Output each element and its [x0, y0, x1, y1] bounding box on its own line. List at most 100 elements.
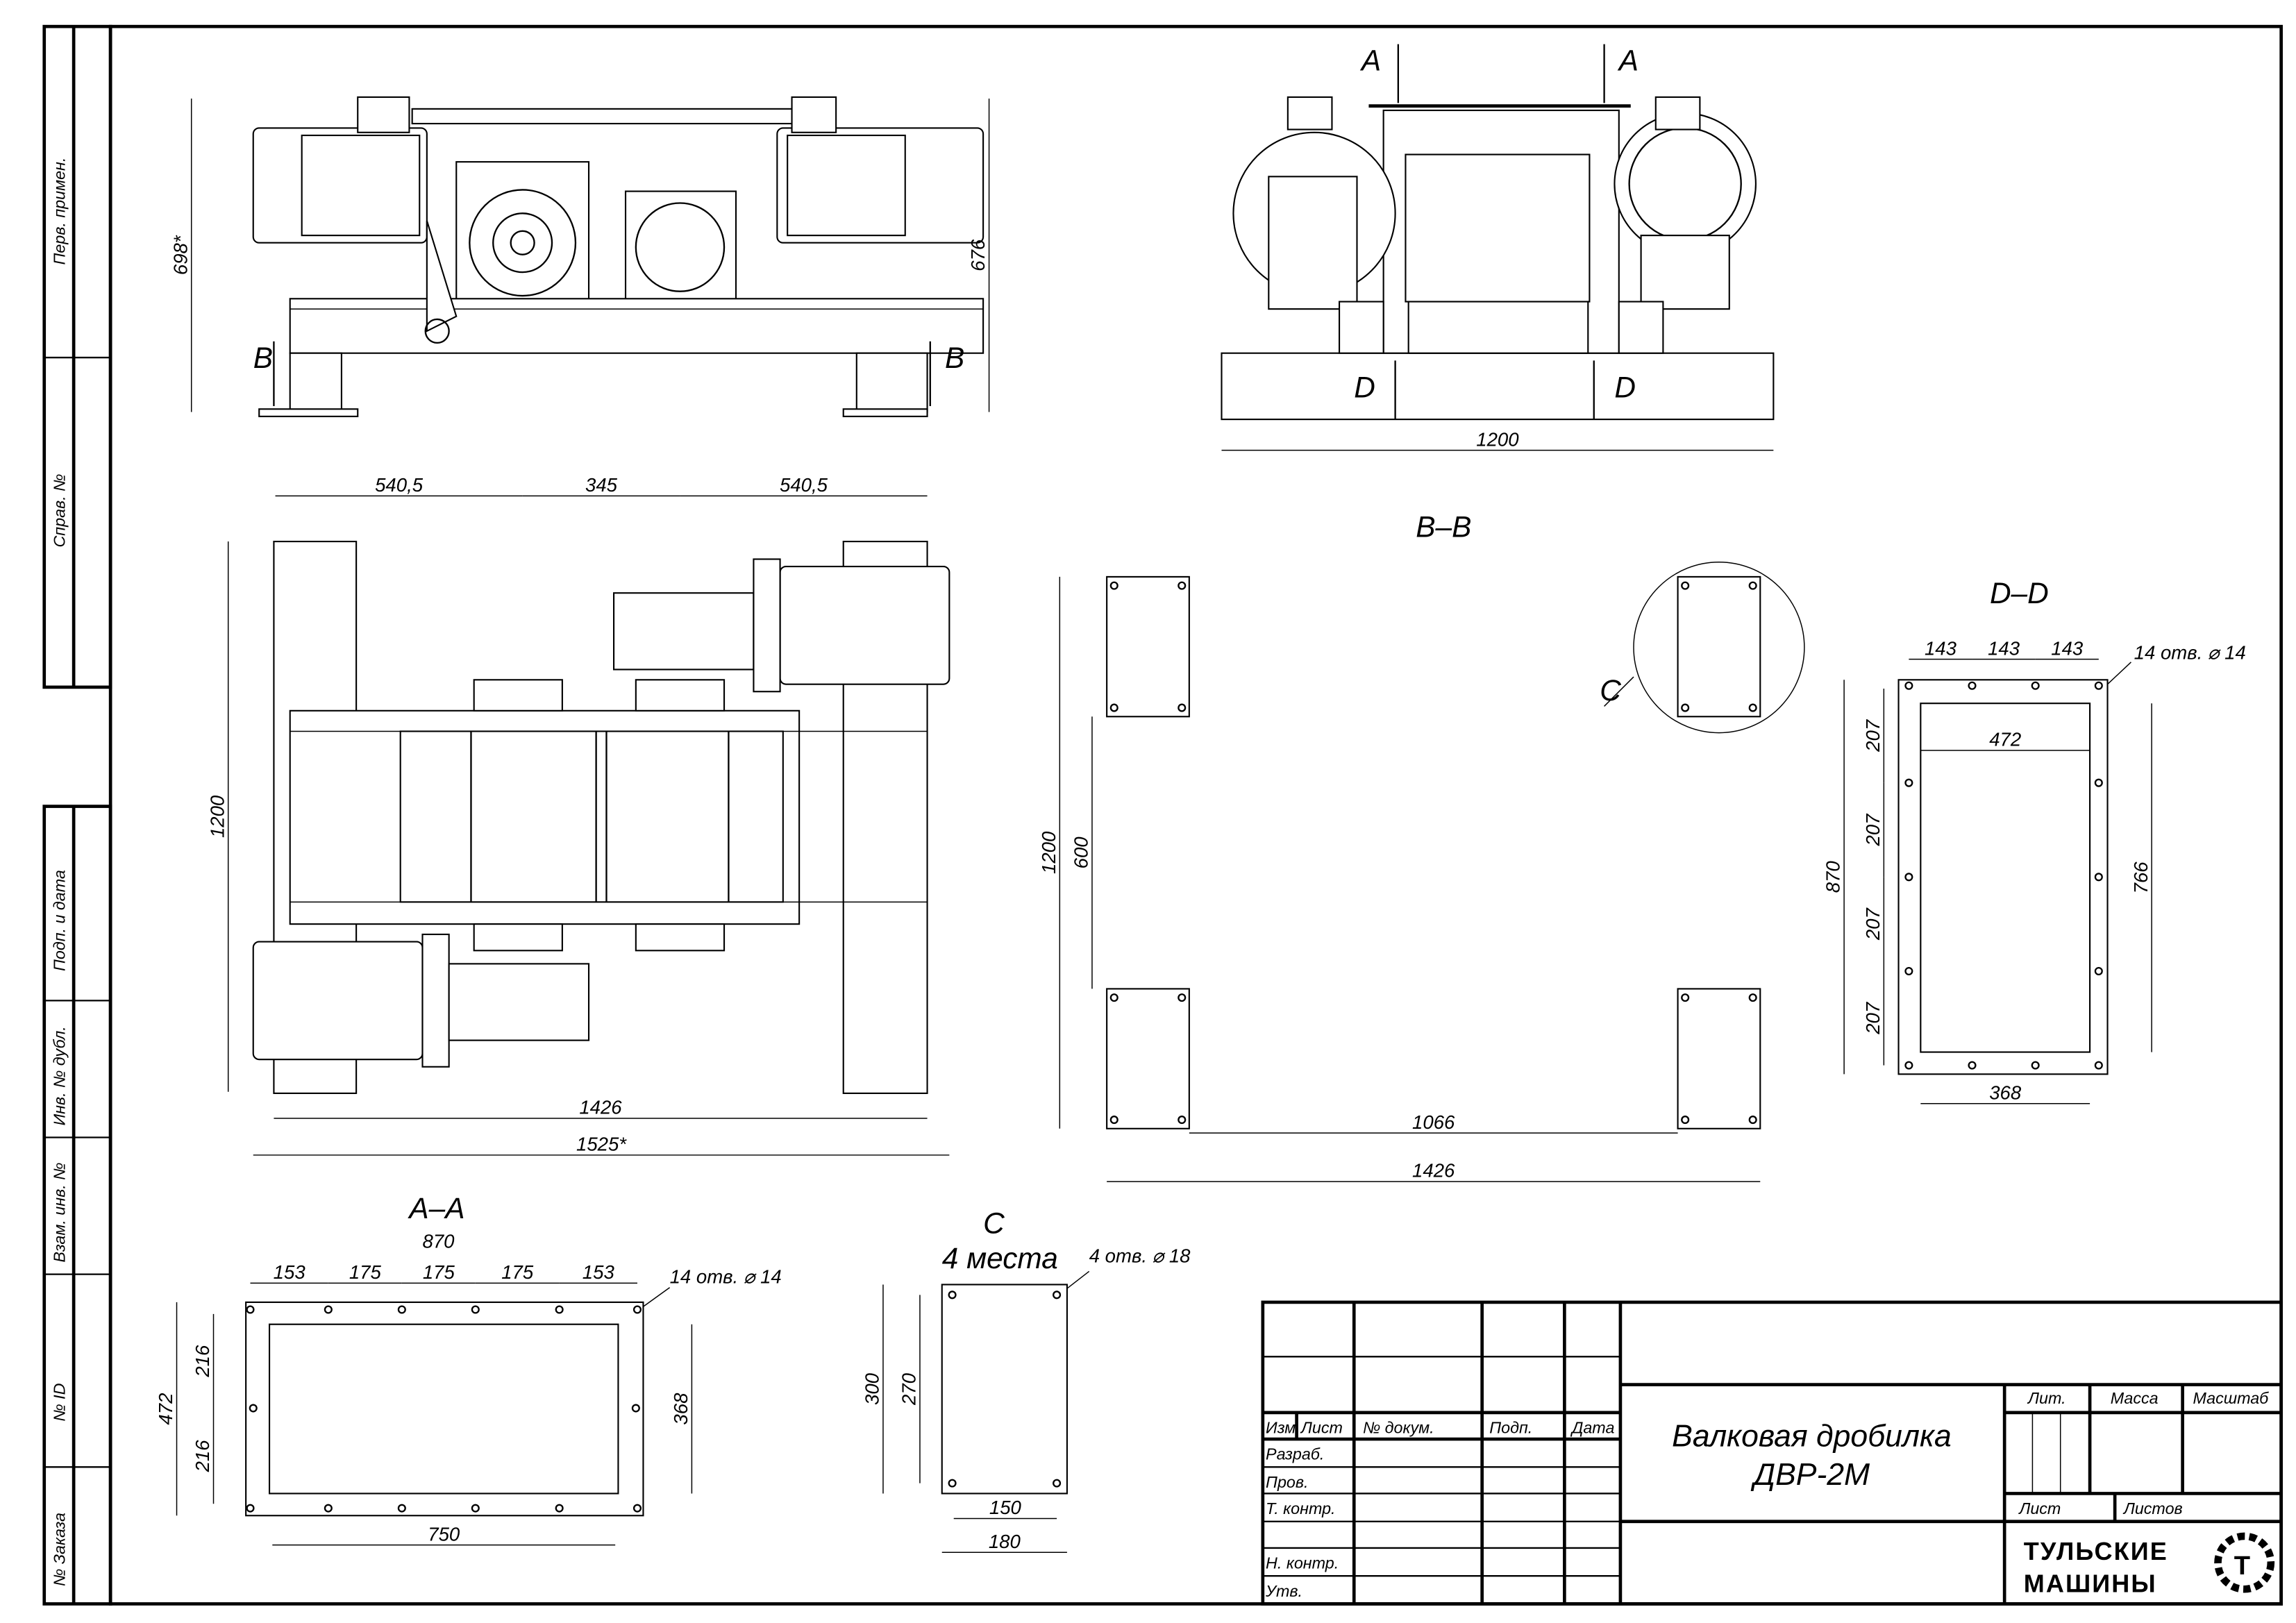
bolt-hole: [2094, 778, 2103, 787]
hole-note-dd: 14 отв. ⌀ 14: [2134, 642, 2246, 664]
dimension-label: 870: [1822, 861, 1844, 893]
bolt-hole: [1053, 1290, 1062, 1300]
dimension-label: 1525*: [576, 1134, 627, 1155]
bolt-hole: [246, 1504, 255, 1513]
bolt-hole: [1748, 1116, 1757, 1125]
dimension-label: 216: [192, 1440, 213, 1473]
margin-label: Взам. инв. №: [50, 1163, 68, 1263]
bolt-hole: [1681, 993, 1690, 1002]
bolt-hole: [555, 1504, 564, 1513]
bolt-hole: [1681, 1116, 1690, 1125]
dimension-label: 766: [2130, 861, 2152, 894]
detail-c-callout: C: [1600, 674, 1621, 707]
dimension-label: 345: [585, 474, 618, 496]
col-list: Лист: [1300, 1419, 1343, 1437]
bolt-hole: [1178, 581, 1187, 590]
bolt-hole: [1904, 873, 1913, 882]
title-block: Изм. Лист № докум. Подп. Дата Разраб. Пр…: [1261, 1300, 2283, 1606]
col-izm: Изм.: [1266, 1419, 1300, 1437]
bolt-hole: [1748, 703, 1757, 712]
dimension-label: 207: [1862, 1001, 1884, 1035]
dimension-label: 207: [1862, 907, 1884, 941]
section-mark-a-right: A: [1617, 44, 1639, 77]
section-aa: A–A 870 14 отв. ⌀ 14: [245, 1192, 782, 1517]
col-date: Дата: [1570, 1419, 1615, 1437]
plan-view: [252, 540, 950, 1094]
dimension-label: 472: [1989, 729, 2021, 750]
section-aa-title: A–A: [407, 1192, 464, 1225]
bolt-hole: [1109, 1116, 1118, 1125]
dimension-label: 1066: [1412, 1111, 1455, 1133]
margin-label: Перв. примен.: [50, 158, 68, 265]
dimension-label: 180: [989, 1531, 1021, 1552]
svg-text:T: T: [2234, 1551, 2250, 1581]
bolt-hole: [471, 1305, 480, 1314]
dimension-label: 150: [989, 1497, 1022, 1518]
bolt-hole: [246, 1305, 255, 1314]
dimension-label: 368: [670, 1393, 692, 1425]
bolt-hole: [948, 1479, 957, 1488]
scale-label: Масштаб: [2193, 1389, 2269, 1407]
bolt-hole: [1904, 966, 1913, 976]
drawing-title: Валковая дробилка: [1672, 1420, 1952, 1454]
dimension-label: 472: [155, 1393, 176, 1425]
section-mark-d-left: D: [1354, 371, 1375, 403]
dimension-label: 207: [1862, 718, 1884, 752]
bolt-hole: [1748, 993, 1757, 1002]
dimension-label: 143: [2051, 637, 2084, 659]
dimension-label: 1426: [1412, 1160, 1455, 1181]
bolt-hole: [397, 1305, 406, 1314]
bolt-hole: [2094, 681, 2103, 690]
drawing-code: ДВР-2М: [1750, 1458, 1870, 1492]
side-view: A A D D: [1221, 44, 1775, 421]
detail-c-count: 4 места: [942, 1242, 1058, 1275]
bolt-hole: [1178, 1116, 1187, 1125]
bolt-hole: [1904, 778, 1913, 787]
dimension-label: 216: [192, 1345, 213, 1378]
margin-label: № Заказа: [50, 1513, 68, 1586]
bolt-hole: [2031, 681, 2040, 690]
margin-label: Подп. и дата: [50, 870, 68, 971]
bolt-hole: [249, 1404, 258, 1413]
sheets-label: Листов: [2122, 1499, 2183, 1517]
row-tkontr: Т. контр.: [1266, 1499, 1335, 1517]
dimension-label: 1426: [579, 1097, 622, 1118]
margin-label: Инв. № дубл.: [50, 1026, 68, 1125]
col-sign: Подп.: [1489, 1419, 1532, 1437]
bolt-hole: [1053, 1479, 1062, 1488]
dimension-label: 600: [1071, 836, 1092, 869]
gear-logo-icon: T: [2214, 1532, 2275, 1593]
dimension-label: 1200: [1038, 831, 1059, 874]
bolt-hole: [1968, 681, 1977, 690]
row-nkontr: Н. контр.: [1266, 1554, 1339, 1572]
section-mark-b-right: B: [945, 342, 964, 374]
company-logo-line2: МАШИНЫ: [2024, 1569, 2157, 1597]
bolt-hole: [397, 1504, 406, 1513]
dimension-label: 175: [423, 1261, 455, 1283]
row-prov: Пров.: [1266, 1473, 1308, 1491]
margin-label: Справ. №: [50, 474, 68, 548]
dimension-label: 175: [501, 1261, 534, 1283]
dimension-label: 143: [1925, 637, 1957, 659]
bolt-hole: [2094, 966, 2103, 976]
bolt-hole: [2031, 1061, 2040, 1070]
bolt-hole: [1109, 581, 1118, 590]
bolt-hole: [1178, 703, 1187, 712]
section-bb: B–B C: [1106, 511, 1805, 1129]
dimension-label: 676: [967, 239, 989, 271]
section-mark-d-right: D: [1614, 371, 1636, 403]
dimension-label: 175: [349, 1261, 382, 1283]
bolt-hole: [631, 1404, 640, 1413]
dimension-label: 750: [428, 1523, 460, 1545]
dimension-label: 143: [1988, 637, 2020, 659]
section-bb-title: B–B: [1416, 511, 1471, 544]
dimension-label: 207: [1862, 813, 1884, 847]
section-aa-width: 870: [423, 1230, 455, 1252]
section-dd-title: D–D: [1990, 577, 2049, 609]
margin-strip: Перв. примен. Справ. № Подп. и дата Инв.…: [42, 24, 112, 1606]
dimension-label: 698*: [169, 235, 191, 275]
detail-c-title: C: [983, 1206, 1005, 1239]
margin-label: № ID: [50, 1383, 68, 1421]
bolt-hole: [324, 1305, 333, 1314]
detail-c: C 4 места 4 отв. ⌀ 18: [941, 1206, 1191, 1495]
